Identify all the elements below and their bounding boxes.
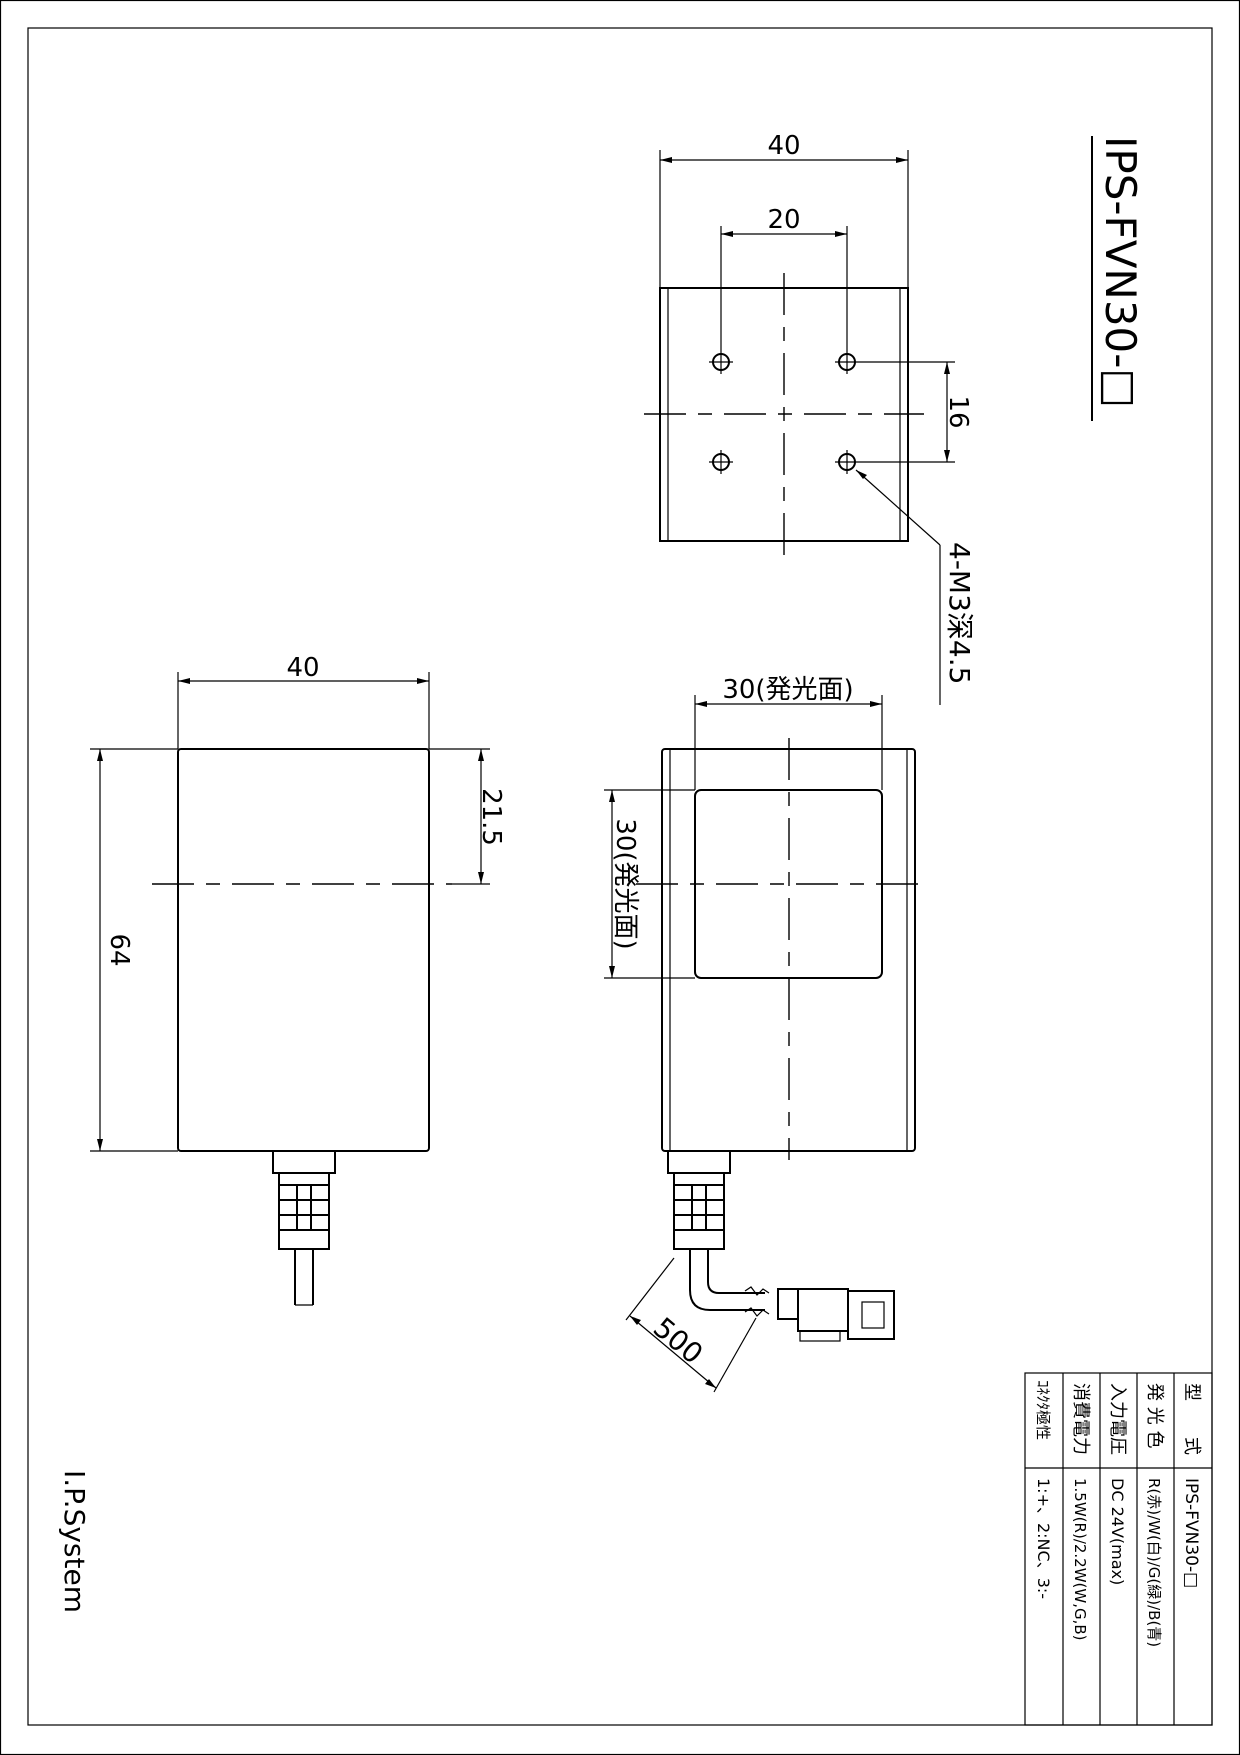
side-width-label: 40 [286,653,319,683]
cable [689,1249,770,1317]
hole-pitch-y-label: 16 [943,395,973,428]
spec-label-voltage: 入力電圧 [1107,1383,1128,1455]
side-offset-label: 21.5 [476,788,506,846]
spec-label-model: 型 式 [1181,1383,1202,1455]
cable-gland [667,1150,731,1250]
spec-label-power: 消費電力 [1070,1383,1091,1455]
connector [777,1288,895,1342]
side-height-label: 64 [104,933,134,966]
emit-width-label: 30(発光面) [722,675,853,705]
spec-table: 型 式 IPS-FVN30-□ 発 光 色 R(赤)/W(白)/G(緑)/B(青… [1024,1372,1213,1726]
cable-length-label: 500 [647,1311,709,1371]
top-width-label: 40 [767,131,800,161]
title-block: IPS-FVN30-□ [1091,136,1145,421]
spec-value-voltage: DC 24V(max) [1108,1478,1127,1585]
emit-height-label: 30(発光面) [610,818,640,949]
spec-value-color: R(赤)/W(白)/G(緑)/B(青) [1145,1478,1163,1647]
side-view-body [177,748,430,1152]
spec-label-polarity: ｺﾈｸﾀ極性 [1034,1380,1052,1440]
mounting-hole [835,350,859,374]
inner-border [27,27,1213,1726]
hole-pitch-x-label: 20 [767,205,800,235]
cable [294,1249,314,1306]
mounting-hole [709,450,733,474]
spec-value-polarity: 1:+、2:NC、3:- [1034,1478,1053,1599]
spec-label-color: 発 光 色 [1144,1383,1165,1448]
top-view: 40 20 16 4-M3深4.5 [644,131,976,705]
mounting-hole [835,450,859,474]
spec-value-model: IPS-FVN30-□ [1181,1478,1201,1588]
company-name: I.P.System [58,1470,91,1613]
cable-gland [272,1150,336,1250]
spec-value-power: 1.5W(R)/2.2W(W,G,B) [1071,1478,1089,1641]
side-view: 40 64 21.5 [90,653,506,1306]
front-view: 30(発光面) 30(発光面) [604,675,930,1393]
model-title: IPS-FVN30-□ [1096,136,1145,408]
mounting-hole [709,350,733,374]
hole-note-label: 4-M3深4.5 [943,542,976,684]
